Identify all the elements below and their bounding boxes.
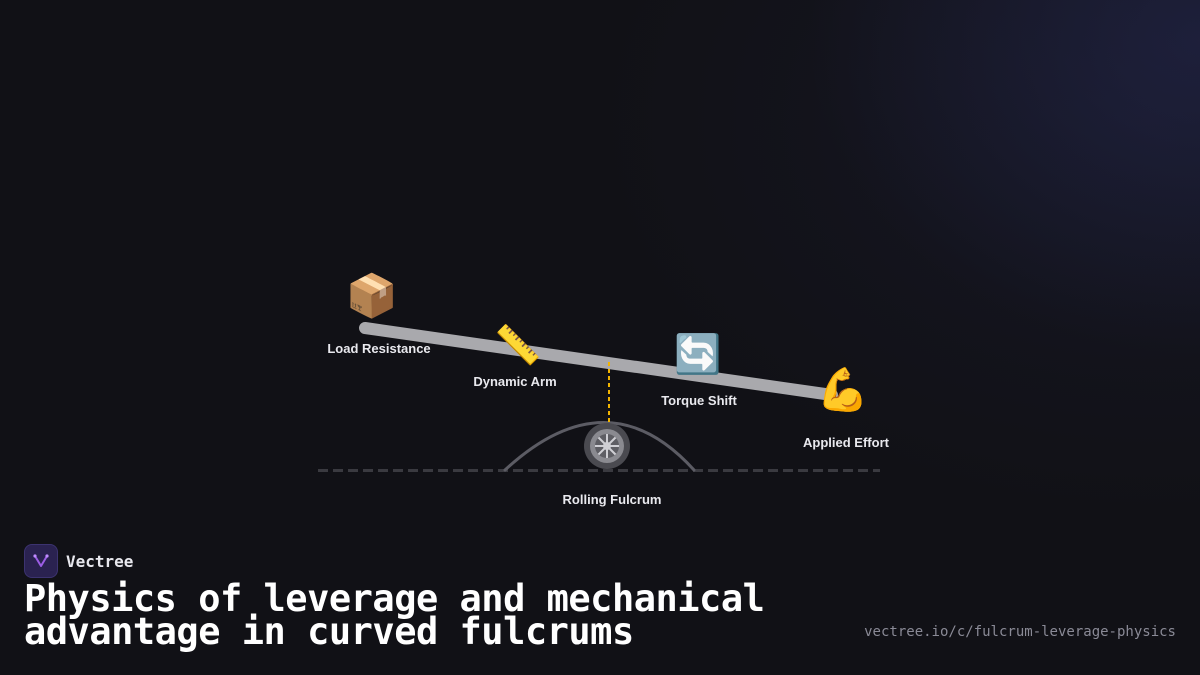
vectree-logo-icon <box>24 544 58 578</box>
flexed-biceps-icon: 💪 <box>816 365 870 414</box>
curved-fulcrum-arc <box>503 421 696 472</box>
page-title: Physics of leverage and mechanical advan… <box>24 577 765 653</box>
ruler-icon: 📏 <box>494 323 542 367</box>
brand-name: Vectree <box>66 551 134 571</box>
wheel-icon <box>584 423 630 469</box>
applied-effort-label: Applied Effort <box>803 435 889 450</box>
brand: Vectree <box>24 544 133 578</box>
dynamic-arm-label: Dynamic Arm <box>473 374 557 389</box>
lever-bar <box>359 322 838 401</box>
rotate-arrows-icon: 🔄 <box>674 332 722 376</box>
source-url[interactable]: vectree.io/c/fulcrum-leverage-physics <box>864 624 1176 640</box>
package-icon: 📦 <box>345 271 399 320</box>
load-resistance-label: Load Resistance <box>327 341 431 356</box>
rolling-fulcrum-label: Rolling Fulcrum <box>562 492 662 507</box>
torque-shift-label: Torque Shift <box>661 393 737 408</box>
